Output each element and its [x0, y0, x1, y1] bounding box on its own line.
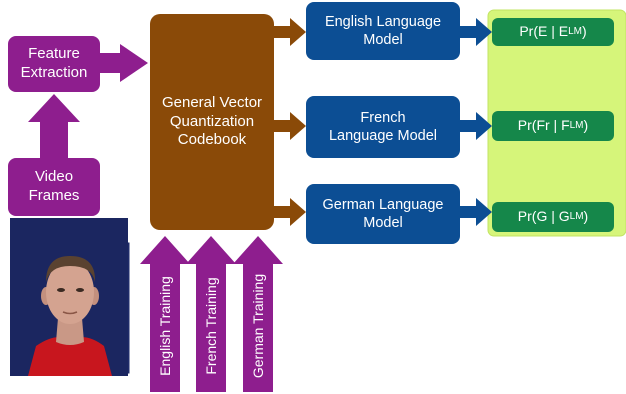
face-eye-left: [57, 288, 65, 292]
face-head: [46, 260, 94, 324]
face-hair: [46, 256, 96, 282]
pr-english-box: [492, 18, 614, 46]
arrow-codebook-to-french-lm: [274, 112, 306, 140]
english-lm-box: [306, 2, 460, 60]
german-lm-label: German Language Model: [322, 196, 444, 231]
face-mouth: [62, 311, 78, 315]
english-training-label: English Training: [157, 276, 173, 376]
pr-french-suffix: ): [583, 117, 589, 134]
pr-english-prefix: Pr(E | E: [519, 23, 569, 40]
english-lm-label: English Language Model: [324, 13, 442, 48]
french-lm-box: [306, 96, 460, 158]
french-training-arrow: [186, 236, 236, 392]
codebook-label: General Vector Quantization Codebook: [161, 93, 263, 149]
german-lm-box: [306, 184, 460, 244]
face-eye-right: [76, 288, 84, 292]
pr-french-sub: LM: [569, 119, 584, 131]
arrow-codebook-to-english-lm: [274, 18, 306, 46]
pr-french-prefix: Pr(Fr | F: [517, 117, 570, 134]
face-image: [28, 256, 112, 376]
feature-extraction-label: Feature Extraction: [20, 45, 88, 81]
pr-german-sub: LM: [569, 210, 584, 222]
arrow-video-to-feature: [28, 94, 80, 160]
pr-french-box: [492, 111, 614, 141]
french-training-label: French Training: [203, 277, 219, 375]
arrow-french-lm-to-pr: [460, 112, 492, 140]
video-frame-stack: [10, 218, 131, 376]
video-frames-label: Video Frames: [28, 168, 80, 204]
codebook-box: [150, 14, 274, 230]
pr-english-suffix: ): [582, 23, 587, 40]
face-shirt: [28, 337, 112, 376]
arrow-english-lm-to-pr: [460, 18, 492, 46]
arrow-codebook-to-german-lm: [274, 198, 306, 226]
pr-english-sub: LM: [568, 25, 582, 37]
arrow-feature-to-codebook: [100, 44, 148, 82]
pr-german-box: [492, 202, 614, 232]
french-lm-label: French Language Model: [328, 109, 438, 144]
pr-german-suffix: ): [583, 208, 589, 225]
english-training-arrow: [140, 236, 190, 392]
pr-german-prefix: Pr(G | G: [517, 208, 570, 225]
german-training-label: German Training: [250, 273, 266, 379]
arrow-german-lm-to-pr: [460, 198, 492, 226]
feature-extraction-box: [8, 36, 100, 92]
video-frames-box: [8, 158, 100, 216]
german-training-arrow: [233, 236, 283, 392]
face-neck: [56, 318, 84, 345]
